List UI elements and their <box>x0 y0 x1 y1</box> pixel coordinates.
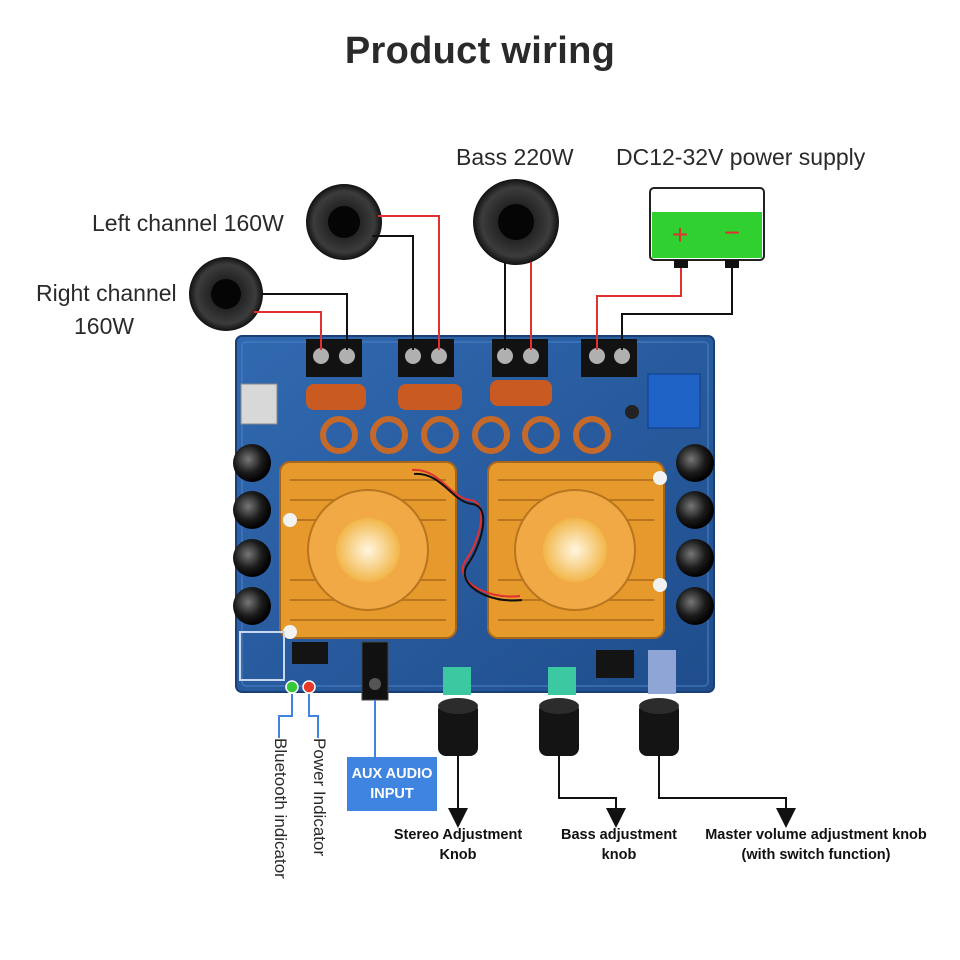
bluetooth-module-chip <box>292 642 328 664</box>
speaker-wires <box>254 215 733 350</box>
bass-label: Bass 220W <box>456 144 574 170</box>
stereo-adjustment-knob[interactable] <box>438 698 478 756</box>
terminal-block-left-channel <box>398 339 454 377</box>
stereo-knob-label-line1: Stereo Adjustment <box>393 827 523 843</box>
inductor-coils <box>320 416 611 454</box>
electrolytic-capacitors <box>233 444 714 625</box>
bass-knob-label: Bass adjustment knob <box>544 825 694 865</box>
bass-pot-base <box>548 667 576 695</box>
stereo-knob-label: Stereo Adjustment Knob <box>368 825 548 865</box>
right-channel-label-line2: 160W <box>74 313 135 339</box>
dc-power-supply-battery: + − <box>649 187 765 268</box>
bass-knob-label-line1: Bass adjustment <box>560 827 678 843</box>
ic-chip <box>596 650 634 678</box>
right-channel-label-line1: Right channel <box>36 280 177 306</box>
terminal-block-right-channel <box>306 339 362 377</box>
bluetooth-antenna <box>239 631 285 681</box>
aux-jack <box>361 641 389 701</box>
battery-minus-icon: − <box>724 217 740 248</box>
heatsink-left <box>279 461 457 639</box>
master-pot-base <box>648 650 676 694</box>
power-led <box>302 680 316 694</box>
small-capacitor <box>625 405 639 419</box>
film-capacitor <box>490 380 552 406</box>
power-supply-label: DC12-32V power supply <box>616 144 866 170</box>
left-channel-label: Left channel 160W <box>92 210 284 236</box>
aux-label-line2: INPUT <box>370 786 414 802</box>
bluetooth-led <box>285 680 299 694</box>
stereo-pot-base <box>443 667 471 695</box>
speaker-bass <box>473 179 559 265</box>
speaker-right-channel <box>189 257 263 331</box>
aux-label-line1: AUX AUDIO <box>351 766 433 782</box>
bluetooth-indicator-label: Bluetooth indicator <box>271 738 290 879</box>
fan-cable <box>411 468 521 598</box>
master-knob-label-line2: (with switch function) <box>741 847 891 863</box>
terminal-block-power <box>581 339 637 377</box>
stereo-knob-label-line2: Knob <box>439 847 477 863</box>
bass-knob-label-line2: knob <box>601 847 637 863</box>
terminal-block-bass <box>492 339 548 377</box>
fan-cable <box>413 472 523 602</box>
callout-lines <box>278 694 796 828</box>
film-capacitor <box>398 384 462 410</box>
master-volume-knob[interactable] <box>639 698 679 756</box>
heatsink-right <box>487 461 667 639</box>
battery-plus-icon: + <box>672 219 688 250</box>
relay <box>647 373 701 429</box>
bass-adjustment-knob[interactable] <box>539 698 579 756</box>
page-title: Product wiring <box>344 30 616 72</box>
master-knob-label-line1: Master volume adjustment knob <box>705 827 927 843</box>
dc-jack <box>240 383 278 425</box>
film-capacitor <box>306 384 366 410</box>
aux-audio-input-label: AUX AUDIO INPUT <box>347 757 437 811</box>
master-knob-label: Master volume adjustment knob (with swit… <box>686 825 946 865</box>
power-indicator-label: Power Indicator <box>310 738 329 857</box>
speaker-left-channel <box>306 184 382 260</box>
